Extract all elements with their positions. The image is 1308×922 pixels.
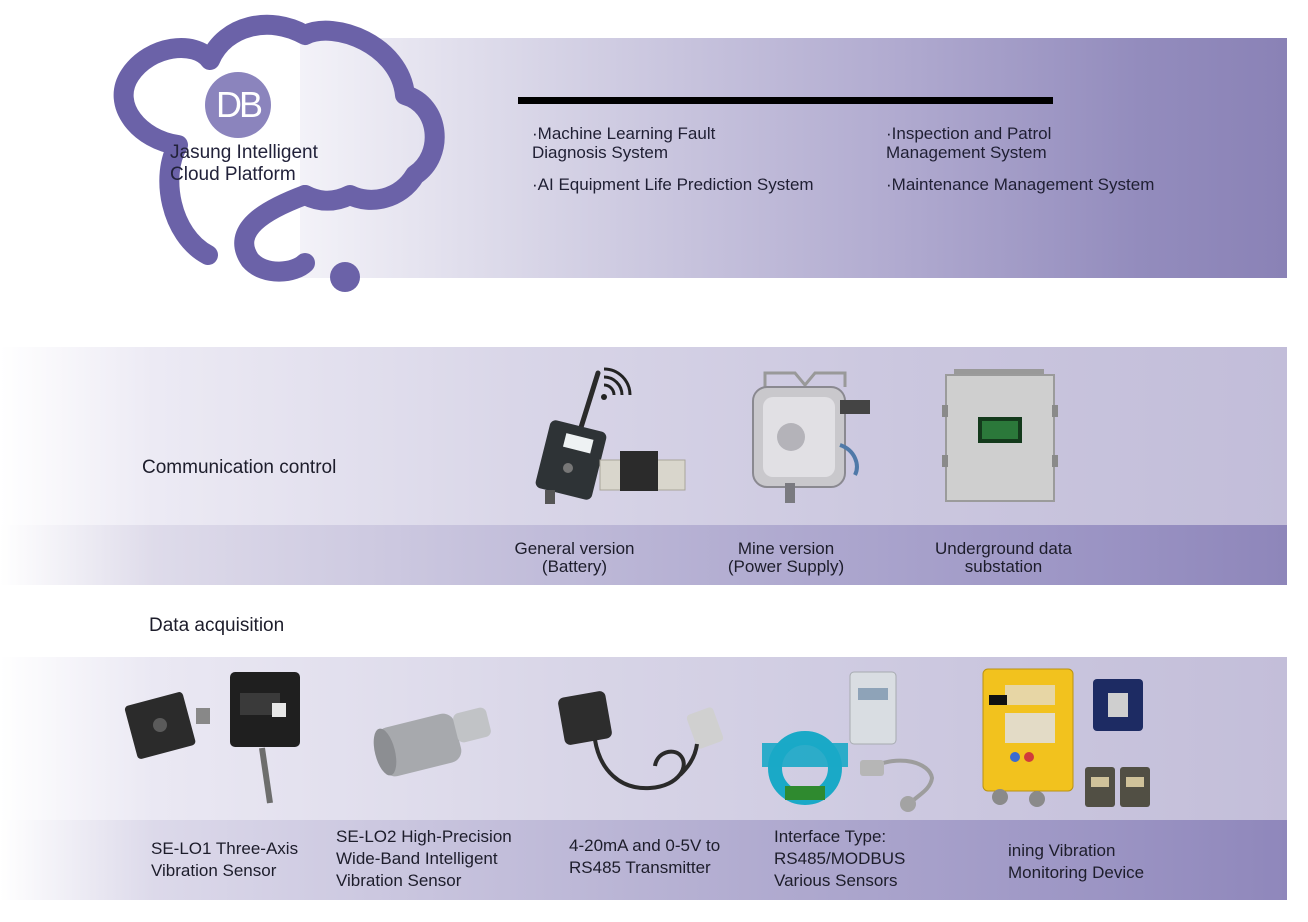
- caption-line: Monitoring Device: [1008, 863, 1145, 882]
- divider-bar: [518, 97, 1053, 104]
- platform-title-line1: Jasung Intelligent: [170, 142, 318, 163]
- current-sensor-icon: [762, 671, 935, 812]
- caption-line: Mine version: [737, 539, 835, 558]
- cylinder-sensor-icon: [373, 707, 491, 777]
- caption-line: General version: [514, 539, 635, 558]
- device-caption-general: General version (Battery): [497, 540, 652, 576]
- device-caption: SE-LO1 Three-Axis Vibration Sensor: [151, 838, 298, 882]
- feature-text: ·Inspection and Patrol: [886, 124, 1052, 143]
- caption-line: (Battery): [541, 557, 608, 576]
- acquisition-label: Data acquisition: [149, 615, 285, 636]
- feature-text: Management System: [886, 143, 1047, 162]
- caption-line: substation: [964, 557, 1043, 576]
- platform-logo: DB: [205, 72, 271, 138]
- caption-line: Vibration Sensor: [336, 871, 462, 890]
- acquisition-caption-band: [0, 820, 1287, 900]
- device-caption: Interface Type: RS485/MODBUS Various Sen…: [774, 826, 905, 892]
- device-caption: 4-20mA and 0-5V to RS485 Transmitter: [569, 835, 720, 879]
- substation-cabinet-icon: [942, 369, 1058, 502]
- feature-item: ·Maintenance Management System: [886, 175, 1154, 194]
- communication-label: Communication control: [142, 457, 337, 478]
- transmitter-icon: [558, 691, 724, 791]
- communication-caption-band: [0, 525, 1287, 585]
- platform-title-line2: Cloud Platform: [170, 164, 296, 185]
- caption-line: Wide-Band Intelligent: [336, 849, 498, 868]
- device-caption-mine: Mine version (Power Supply): [712, 540, 860, 576]
- caption-line: 4-20mA and 0-5V to: [569, 836, 721, 855]
- feature-item: ·AI Equipment Life Prediction System: [532, 175, 814, 194]
- mine-box-icon: [752, 371, 870, 503]
- feature-text: ·AI Equipment Life Prediction System: [532, 175, 814, 194]
- caption-line: SE-LO2 High-Precision: [336, 827, 512, 846]
- communication-band: [0, 347, 1287, 525]
- monitoring-device-icon: [982, 668, 1150, 807]
- caption-line: RS485/MODBUS: [774, 849, 906, 868]
- feature-item: ·Inspection and Patrol Management System: [886, 124, 1051, 162]
- feature-text: ·Machine Learning Fault: [532, 124, 716, 143]
- platform-banner: [300, 38, 1287, 278]
- device-caption: ining Vibration Monitoring Device: [1008, 840, 1144, 884]
- three-axis-sensor-icon: [124, 672, 300, 804]
- feature-text: Diagnosis System: [532, 143, 669, 162]
- wireless-transmitter-icon: [535, 367, 686, 504]
- feature-text: ·Maintenance Management System: [886, 175, 1155, 194]
- caption-line: RS485 Transmitter: [569, 858, 711, 877]
- caption-line: Various Sensors: [774, 871, 898, 890]
- caption-line: ining Vibration: [1008, 841, 1116, 860]
- caption-line: Vibration Sensor: [151, 861, 277, 880]
- feature-item: ·Machine Learning Fault Diagnosis System: [532, 124, 715, 162]
- device-caption: SE-LO2 High-Precision Wide-Band Intellig…: [336, 826, 512, 892]
- platform-title: Jasung Intelligent Cloud Platform: [170, 142, 318, 186]
- caption-line: SE-LO1 Three-Axis: [151, 839, 299, 858]
- device-caption-substation: Underground data substation: [916, 540, 1091, 576]
- caption-line: (Power Supply): [727, 557, 845, 576]
- cloud-icon: [113, 14, 445, 292]
- caption-line: Interface Type:: [774, 827, 887, 846]
- caption-line: Underground data: [934, 539, 1073, 558]
